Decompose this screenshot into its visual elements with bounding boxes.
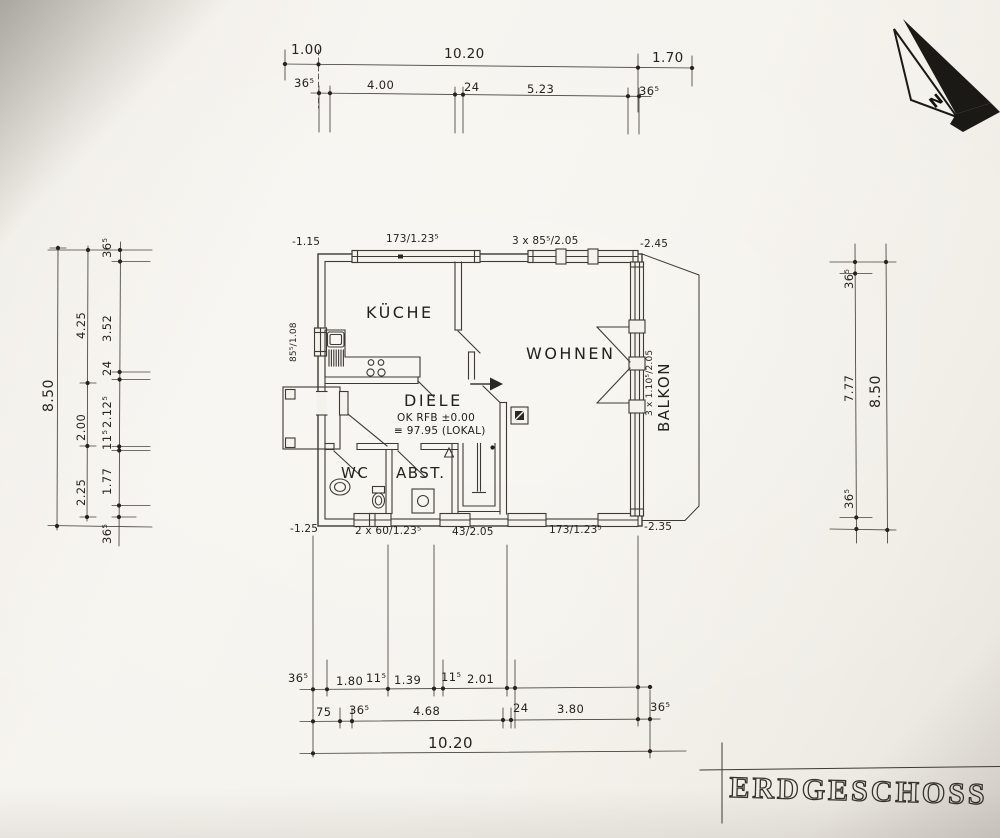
- floor-drain-icon: [411, 488, 435, 514]
- dim-label: 10.20: [444, 46, 485, 62]
- dim-label: 36⁵: [100, 523, 114, 544]
- dim-label: 36⁵: [349, 703, 370, 717]
- dim-label: 36⁵: [639, 84, 660, 98]
- room-label-balkon: BALKON: [655, 362, 673, 432]
- dim-label: 10.20: [428, 734, 473, 752]
- dim-label: 36⁵: [288, 671, 309, 685]
- dim-label: 3.52: [100, 314, 114, 342]
- dim-label: 1.80: [336, 674, 364, 688]
- room-label-wc: WC: [341, 464, 370, 482]
- interior-door-swings: [333, 450, 426, 478]
- sink-icon: [326, 331, 345, 367]
- dim-label: 11⁵: [441, 670, 462, 684]
- dim-label: 1.39: [394, 673, 422, 687]
- dim-label: 11⁵: [100, 429, 114, 450]
- dim-label: 7.77: [842, 374, 856, 402]
- dim-label: 2.01: [467, 672, 495, 686]
- opening-label: -1.15: [292, 236, 321, 248]
- dim-label: 2.12⁵: [100, 395, 114, 428]
- opening-label: -2.35: [644, 521, 673, 533]
- dim-label: 36⁵: [650, 700, 671, 714]
- kitchen-counter: [324, 329, 421, 378]
- room-label-abst: ABST.: [396, 464, 446, 482]
- dim-label: 11⁵: [366, 671, 387, 685]
- north-arrow-icon: [893, 19, 1000, 132]
- opening-label: -2.45: [640, 238, 669, 250]
- dimension-dots: [54, 61, 890, 756]
- dim-label: 2.00: [74, 413, 88, 441]
- floor-level-note: OK RFB ±0.00: [397, 412, 476, 424]
- entrance-door-swing: [338, 390, 388, 447]
- dim-label: 36⁵: [842, 268, 856, 289]
- dim-label: 8.50: [868, 375, 884, 408]
- dim-label: 1.70: [652, 50, 684, 66]
- entrance-porch: [282, 386, 341, 450]
- dim-label: 8.50: [41, 379, 57, 412]
- stove-icon: [366, 359, 386, 377]
- dim-label: 24: [513, 701, 529, 715]
- stair-icon: [443, 442, 501, 513]
- room-label-wohnen: WOHNEN: [526, 344, 616, 363]
- opening-label: 173/1.23⁵: [549, 524, 602, 536]
- dim-label: 24: [464, 80, 480, 94]
- page-title: ERDGESCHOSS: [728, 770, 988, 812]
- opening-label: 43/2.05: [452, 526, 494, 538]
- opening-label: -1.25: [290, 523, 319, 535]
- dim-label: 4.00: [367, 78, 395, 92]
- dimension-lines: [47, 49, 897, 759]
- dim-label: 24: [100, 360, 114, 376]
- dim-label: 36⁵: [100, 237, 114, 258]
- toilet-icon: [371, 485, 386, 509]
- dim-label: 1.77: [100, 467, 114, 495]
- opening-label: 3 x 85⁵/2.05: [512, 235, 579, 247]
- title-block-lines: [699, 742, 1000, 824]
- dim-label: 75: [316, 705, 332, 719]
- balcony-outline: [641, 253, 700, 521]
- dim-label: 5.23: [527, 82, 555, 96]
- chimney-icon: [510, 406, 529, 425]
- dim-label: 1.00: [291, 42, 323, 58]
- dim-label: 2.25: [74, 478, 88, 506]
- interior-walls: [324, 261, 508, 515]
- dim-label: 3.80: [557, 702, 585, 716]
- windows: [313, 248, 646, 528]
- washbasin-icon: [329, 478, 351, 496]
- room-label-kueche: KÜCHE: [366, 303, 434, 322]
- opening-label: 3 x 1.10⁵/2.05: [645, 349, 655, 416]
- opening-label: 2 x 60/1.23⁵: [355, 525, 422, 537]
- dim-label: 4.25: [74, 311, 88, 339]
- opening-label: 85⁵/1.08: [289, 322, 299, 362]
- dim-label: 36⁵: [294, 76, 315, 90]
- opening-label: 173/1.23⁵: [386, 233, 439, 245]
- section-arrow-icon: [470, 377, 503, 391]
- floor-elevation-note: ≡ 97.95 (LOKAL): [394, 425, 486, 437]
- room-label-diele: DIELE: [404, 391, 463, 410]
- dim-label: 4.68: [413, 704, 441, 718]
- balcony-door-swings: [596, 326, 631, 404]
- dim-label: 36⁵: [842, 488, 856, 509]
